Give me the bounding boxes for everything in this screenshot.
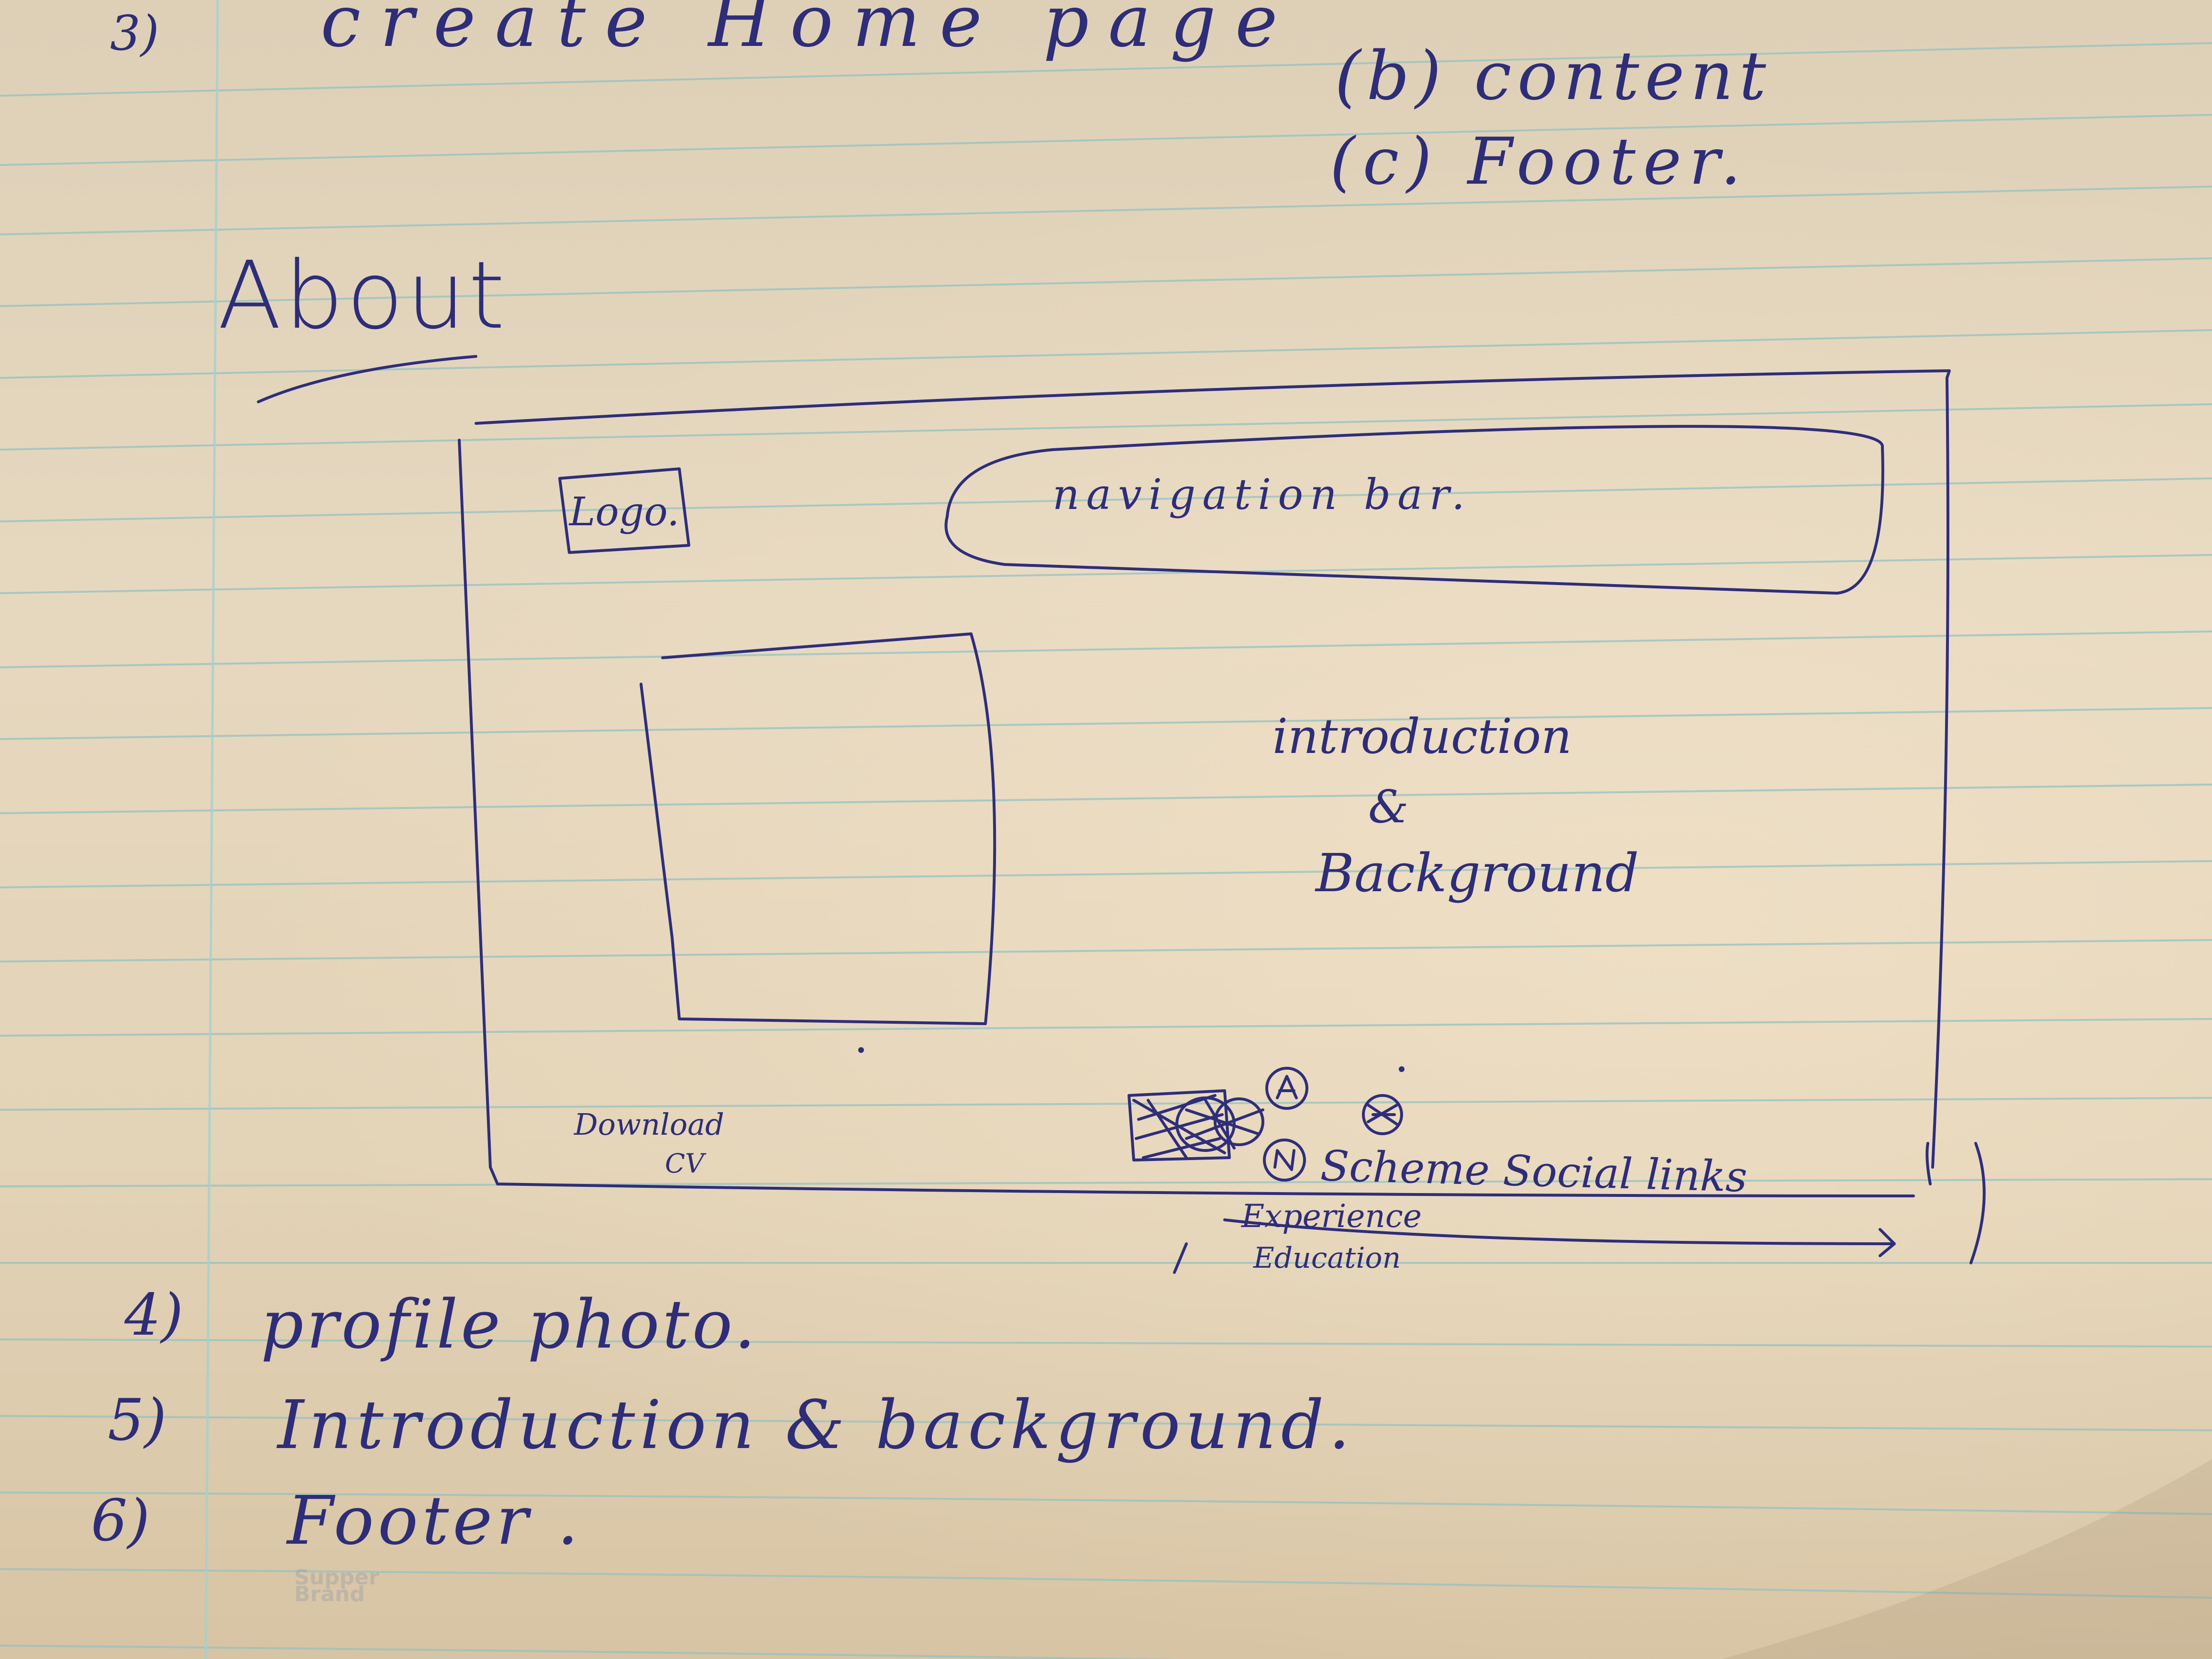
download-label: Download — [574, 1107, 724, 1142]
logo-label: Logo. — [569, 489, 680, 535]
list-text-6: Footer . — [287, 1482, 583, 1560]
item3-text: create Home page — [321, 0, 1297, 63]
footer-arrow — [1223, 1218, 1896, 1257]
intro-line3: Background — [1316, 842, 1639, 904]
social-links-label: Scheme Social links — [1319, 1141, 1748, 1202]
navigation-bar-label: navigation bar. — [1052, 470, 1472, 519]
logo-box — [558, 467, 690, 554]
list-text-4: profile photo. — [261, 1286, 759, 1364]
experience-label: Experience — [1241, 1198, 1422, 1235]
social-icons-scribble — [1128, 1067, 1403, 1182]
navigation-bar-outline — [944, 425, 1884, 595]
about-underline — [257, 355, 477, 403]
list-text-5: Introduction & background. — [277, 1386, 1355, 1464]
profile-photo-box — [640, 632, 996, 1025]
wireframe-frame — [458, 369, 1951, 1197]
list-number-6: 6) — [91, 1488, 150, 1554]
list-number-5: 5) — [108, 1387, 167, 1454]
item-c-footer: (c) Footer. — [1330, 124, 1749, 199]
about-heading: About — [218, 241, 508, 350]
intro-line2: & — [1368, 781, 1409, 833]
education-label: Education — [1253, 1241, 1401, 1275]
footer-bracket — [1969, 1142, 1986, 1264]
item3-number: 3) — [110, 5, 159, 61]
brand-line2: Brand — [294, 1582, 365, 1607]
brand-line1: Supper — [294, 1565, 379, 1590]
list-number-4: 4) — [124, 1282, 184, 1349]
notebook-brand-logo: Supper Brand — [294, 1565, 379, 1607]
item-b-content: (b) content — [1335, 37, 1772, 115]
download-cv-label: CV — [665, 1148, 704, 1179]
intro-line1: introduction — [1272, 708, 1572, 764]
